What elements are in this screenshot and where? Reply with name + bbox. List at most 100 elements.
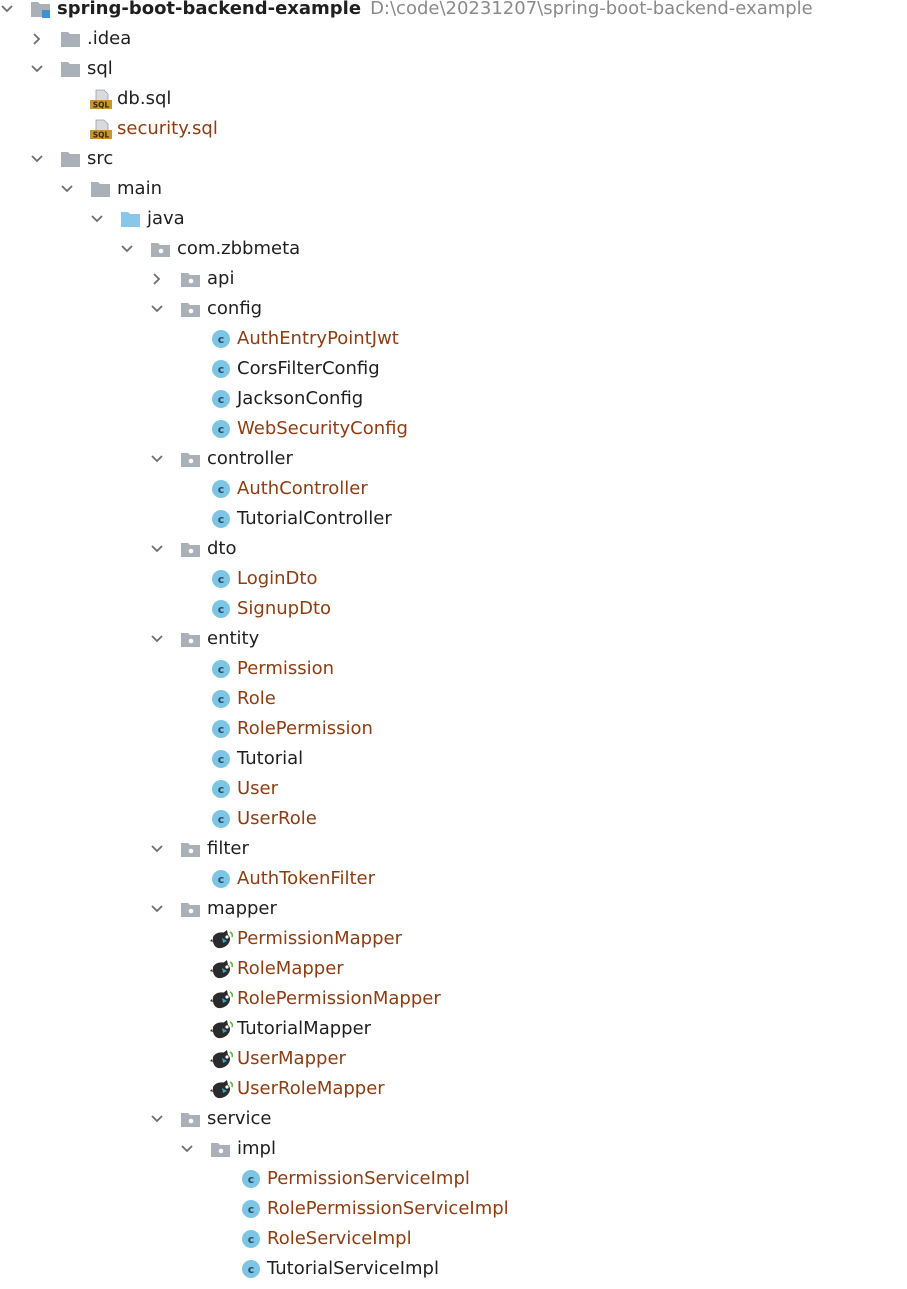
tree-node[interactable]: config (0, 294, 907, 324)
tree-node[interactable]: UserMapper (0, 1044, 907, 1074)
chevron-down-icon[interactable] (150, 834, 164, 864)
tree-node-label: SignupDto (237, 594, 331, 624)
chevron-down-icon[interactable] (150, 1104, 164, 1134)
node-name: PermissionServiceImpl (267, 1168, 470, 1189)
java-class-icon: c (240, 1229, 262, 1249)
tree-node-label: CorsFilterConfig (237, 354, 380, 384)
chevron-right-icon[interactable] (30, 24, 44, 54)
chevron-down-icon[interactable] (150, 444, 164, 474)
tree-node-label: UserRole (237, 804, 317, 834)
tree-node[interactable]: java (0, 204, 907, 234)
svg-text:c: c (248, 1203, 255, 1216)
tree-node[interactable]: api (0, 264, 907, 294)
node-name: User (237, 778, 279, 799)
tree-node[interactable]: c RolePermissionServiceImpl (0, 1194, 907, 1224)
node-name: RolePermission (237, 718, 373, 739)
chevron-down-icon[interactable] (90, 204, 104, 234)
mybatis-mapper-icon (210, 1049, 234, 1069)
tree-node-label: User (237, 774, 278, 804)
svg-text:c: c (218, 333, 225, 346)
svg-text:c: c (218, 483, 225, 496)
tree-node[interactable]: controller (0, 444, 907, 474)
svg-text:c: c (248, 1263, 255, 1276)
tree-node[interactable]: PermissionMapper (0, 924, 907, 954)
tree-node[interactable]: com.zbbmeta (0, 234, 907, 264)
source-folder-icon (120, 209, 142, 229)
chevron-down-icon[interactable] (30, 54, 44, 84)
tree-node-label: RolePermissionMapper (237, 984, 441, 1014)
node-name: Tutorial (237, 748, 304, 769)
chevron-down-icon[interactable] (30, 144, 44, 174)
java-class-icon: c (210, 569, 232, 589)
tree-node[interactable]: src (0, 144, 907, 174)
java-class-icon: c (210, 869, 232, 889)
chevron-right-icon[interactable] (150, 264, 164, 294)
java-class-icon: c (210, 659, 232, 679)
tree-node-label: AuthTokenFilter (237, 864, 375, 894)
tree-node-label: com.zbbmeta (177, 234, 300, 264)
node-name: service (207, 1108, 272, 1129)
chevron-down-icon[interactable] (120, 234, 134, 264)
tree-node[interactable]: impl (0, 1134, 907, 1164)
node-name: security.sql (117, 118, 218, 139)
chevron-down-icon[interactable] (180, 1134, 194, 1164)
chevron-down-icon[interactable] (150, 294, 164, 324)
chevron-down-icon[interactable] (150, 894, 164, 924)
node-name: impl (237, 1138, 276, 1159)
project-path: D:\code\20231207\spring-boot-backend-exa… (370, 0, 813, 19)
tree-node[interactable]: sql (0, 54, 907, 84)
node-name: db.sql (117, 88, 172, 109)
node-name: RolePermissionServiceImpl (267, 1198, 509, 1219)
node-name: RoleMapper (237, 958, 344, 979)
tree-node[interactable]: main (0, 174, 907, 204)
tree-node[interactable]: .idea (0, 24, 907, 54)
java-class-icon: c (210, 779, 232, 799)
tree-node[interactable]: service (0, 1104, 907, 1134)
java-class-icon: c (210, 509, 232, 529)
tree-node-label: RoleMapper (237, 954, 344, 984)
tree-node[interactable]: UserRoleMapper (0, 1074, 907, 1104)
chevron-down-icon[interactable] (60, 174, 74, 204)
chevron-down-icon[interactable] (150, 624, 164, 654)
node-name: UserRole (237, 808, 317, 829)
chevron-down-icon[interactable] (0, 0, 14, 24)
node-name: RoleServiceImpl (267, 1228, 412, 1249)
node-name: config (207, 298, 263, 319)
folder-icon (90, 179, 112, 199)
tree-node[interactable]: entity (0, 624, 907, 654)
tree-node[interactable]: filter (0, 834, 907, 864)
tree-node-label: db.sql (117, 84, 171, 114)
tree-node[interactable]: TutorialMapper (0, 1014, 907, 1044)
tree-node[interactable]: RoleMapper (0, 954, 907, 984)
tree-node[interactable]: RolePermissionMapper (0, 984, 907, 1014)
chevron-down-icon[interactable] (150, 534, 164, 564)
svg-text:c: c (218, 753, 225, 766)
tree-node[interactable]: mapper (0, 894, 907, 924)
module-folder-icon (30, 0, 52, 19)
tree-node[interactable]: c Tutorial (0, 744, 907, 774)
tree-node[interactable]: dto (0, 534, 907, 564)
node-name: UserMapper (237, 1048, 346, 1069)
node-name: java (147, 208, 185, 229)
node-name: JacksonConfig (237, 388, 364, 409)
